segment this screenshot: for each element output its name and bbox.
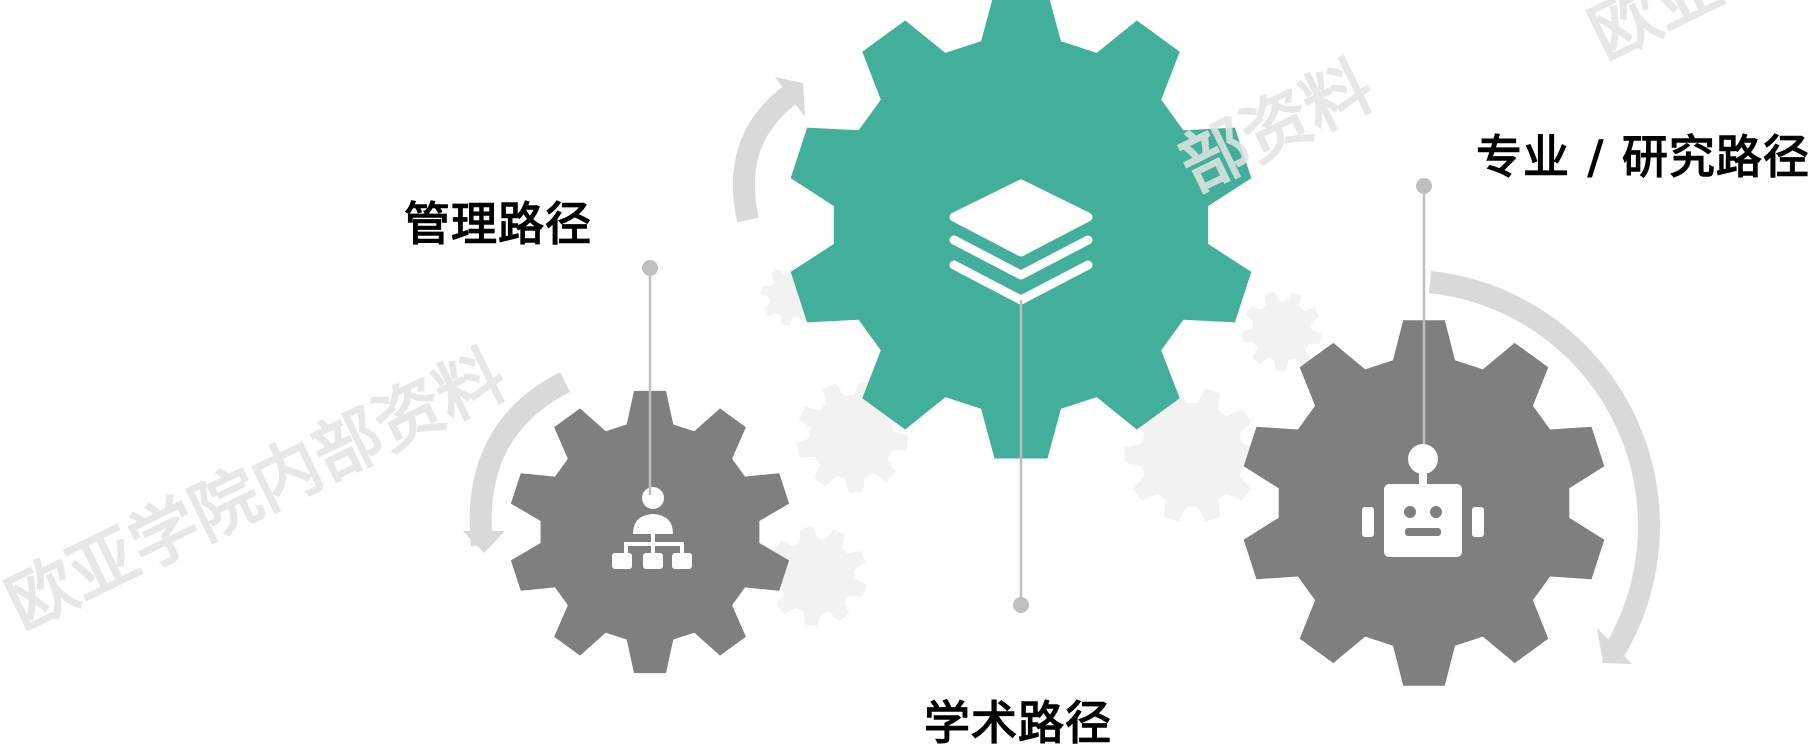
dot-professional: [1416, 178, 1432, 194]
arrowhead-left: [463, 531, 505, 553]
arrowhead-top-left: [775, 77, 805, 117]
academic-path-label: 学术路径: [924, 696, 1112, 750]
professional-path-label: 专业 / 研究路径: [1476, 130, 1810, 184]
watermark-main: 欧亚学院内部资料: [0, 336, 518, 645]
arrowhead-right: [1597, 628, 1632, 664]
gear-shape: [767, 526, 867, 626]
management-path-label: 管理路径: [404, 197, 592, 251]
arrow-right: [1428, 271, 1660, 661]
gear-shape: [1124, 388, 1260, 522]
robot-icon: [1362, 444, 1484, 557]
connector-dots: [642, 178, 1432, 613]
watermark-fragment: 部资料: [1168, 47, 1386, 207]
watermark-corner: 欧亚学: [1578, 0, 1796, 75]
arrow-top-left: [732, 86, 797, 223]
cycle-arrows: [469, 86, 1660, 661]
dot-academic: [1013, 597, 1029, 613]
connectors: [648, 186, 1426, 605]
dot-management: [642, 260, 658, 276]
layers-icon: [949, 179, 1093, 305]
arrow-left: [469, 372, 571, 547]
org-chart-icon: [612, 487, 692, 569]
gear-shape: [1242, 291, 1322, 371]
